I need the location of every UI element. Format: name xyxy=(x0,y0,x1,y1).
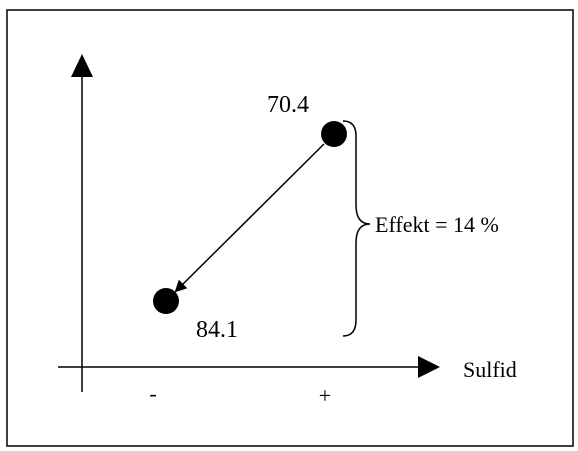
x-axis-arrow-icon xyxy=(418,356,440,378)
curly-brace xyxy=(342,120,371,337)
tick-label-plus: + xyxy=(319,383,331,408)
effect-arrow xyxy=(174,143,325,293)
x-axis-label: Sulfid xyxy=(463,357,517,382)
tick-label-minus: - xyxy=(149,381,156,406)
point-low-label: 84.1 xyxy=(196,317,238,343)
data-point-high xyxy=(321,121,347,147)
data-point-low xyxy=(153,288,179,314)
diagram-frame xyxy=(6,9,574,447)
y-axis-arrow-icon xyxy=(71,54,93,77)
effect-label: Effekt = 14 % xyxy=(375,212,499,237)
point-high-label: 70.4 xyxy=(267,92,309,118)
